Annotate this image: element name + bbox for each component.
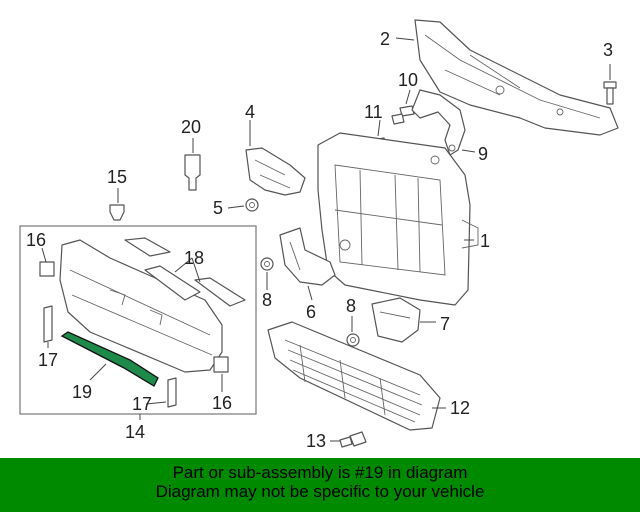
callout-11: 11 bbox=[364, 102, 383, 122]
part-16-clip-left[interactable] bbox=[39, 261, 55, 277]
sub-assembly-box bbox=[19, 225, 257, 415]
callout-6: 6 bbox=[306, 302, 316, 322]
callout-15: 15 bbox=[107, 167, 127, 187]
callout-labels: 1 2 3 4 5 6 7 8 8 9 10 11 12 13 14 15 16… bbox=[26, 29, 613, 451]
banner-line-1: Part or sub-assembly is #19 in diagram bbox=[172, 463, 468, 482]
info-banner: Part or sub-assembly is #19 in diagram D… bbox=[0, 458, 640, 512]
banner-line-2: Diagram may not be specific to your vehi… bbox=[155, 482, 485, 501]
part-16-clip-right[interactable] bbox=[213, 356, 229, 373]
callout-18: 18 bbox=[184, 248, 204, 268]
part-9-bracket[interactable] bbox=[411, 89, 466, 156]
parts-diagram: 1 2 3 4 5 6 7 8 8 9 10 11 12 13 14 15 16… bbox=[19, 19, 619, 451]
callout-9: 9 bbox=[478, 144, 488, 164]
callout-8-right: 8 bbox=[346, 296, 356, 316]
part-13-bolt[interactable] bbox=[339, 431, 367, 448]
part-15-clip[interactable] bbox=[109, 204, 125, 221]
callout-2: 2 bbox=[380, 29, 390, 49]
callout-4: 4 bbox=[245, 102, 255, 122]
callout-17-right: 17 bbox=[132, 394, 152, 414]
part-8-clip-left[interactable] bbox=[260, 257, 274, 271]
part-6-bracket[interactable] bbox=[279, 227, 336, 286]
callout-7: 7 bbox=[440, 314, 450, 334]
callout-19: 19 bbox=[72, 382, 92, 402]
callout-10: 10 bbox=[398, 70, 418, 90]
leader-lines bbox=[41, 37, 611, 442]
part-1-radiator-support[interactable] bbox=[317, 132, 479, 306]
part-20-sensor[interactable] bbox=[184, 154, 201, 191]
callout-12: 12 bbox=[450, 398, 470, 418]
part-18-absorbers[interactable] bbox=[124, 237, 246, 307]
callout-13: 13 bbox=[306, 431, 326, 451]
callout-16-left: 16 bbox=[26, 230, 46, 250]
part-3-bolt[interactable] bbox=[603, 81, 617, 105]
callout-16-right: 16 bbox=[212, 393, 232, 413]
part-12-shutter[interactable] bbox=[267, 321, 441, 431]
part-17-retainer-left[interactable] bbox=[43, 305, 53, 343]
callout-3: 3 bbox=[603, 40, 613, 60]
callout-8-left: 8 bbox=[262, 290, 272, 310]
part-19-highlighted[interactable] bbox=[60, 331, 159, 387]
callout-1: 1 bbox=[480, 231, 490, 251]
part-5-clip[interactable] bbox=[245, 198, 259, 212]
part-10-bolt[interactable] bbox=[391, 105, 415, 125]
callout-14: 14 bbox=[125, 422, 145, 442]
part-4-bracket[interactable] bbox=[245, 147, 306, 196]
callout-17-left: 17 bbox=[38, 350, 58, 370]
part-7-deflector[interactable] bbox=[371, 297, 421, 343]
part-2-upper-tie-bar[interactable] bbox=[414, 19, 619, 136]
part-8-clip-right[interactable] bbox=[346, 333, 360, 347]
part-17-retainer-right[interactable] bbox=[167, 377, 177, 408]
callout-5: 5 bbox=[213, 198, 223, 218]
callout-20: 20 bbox=[181, 117, 201, 137]
